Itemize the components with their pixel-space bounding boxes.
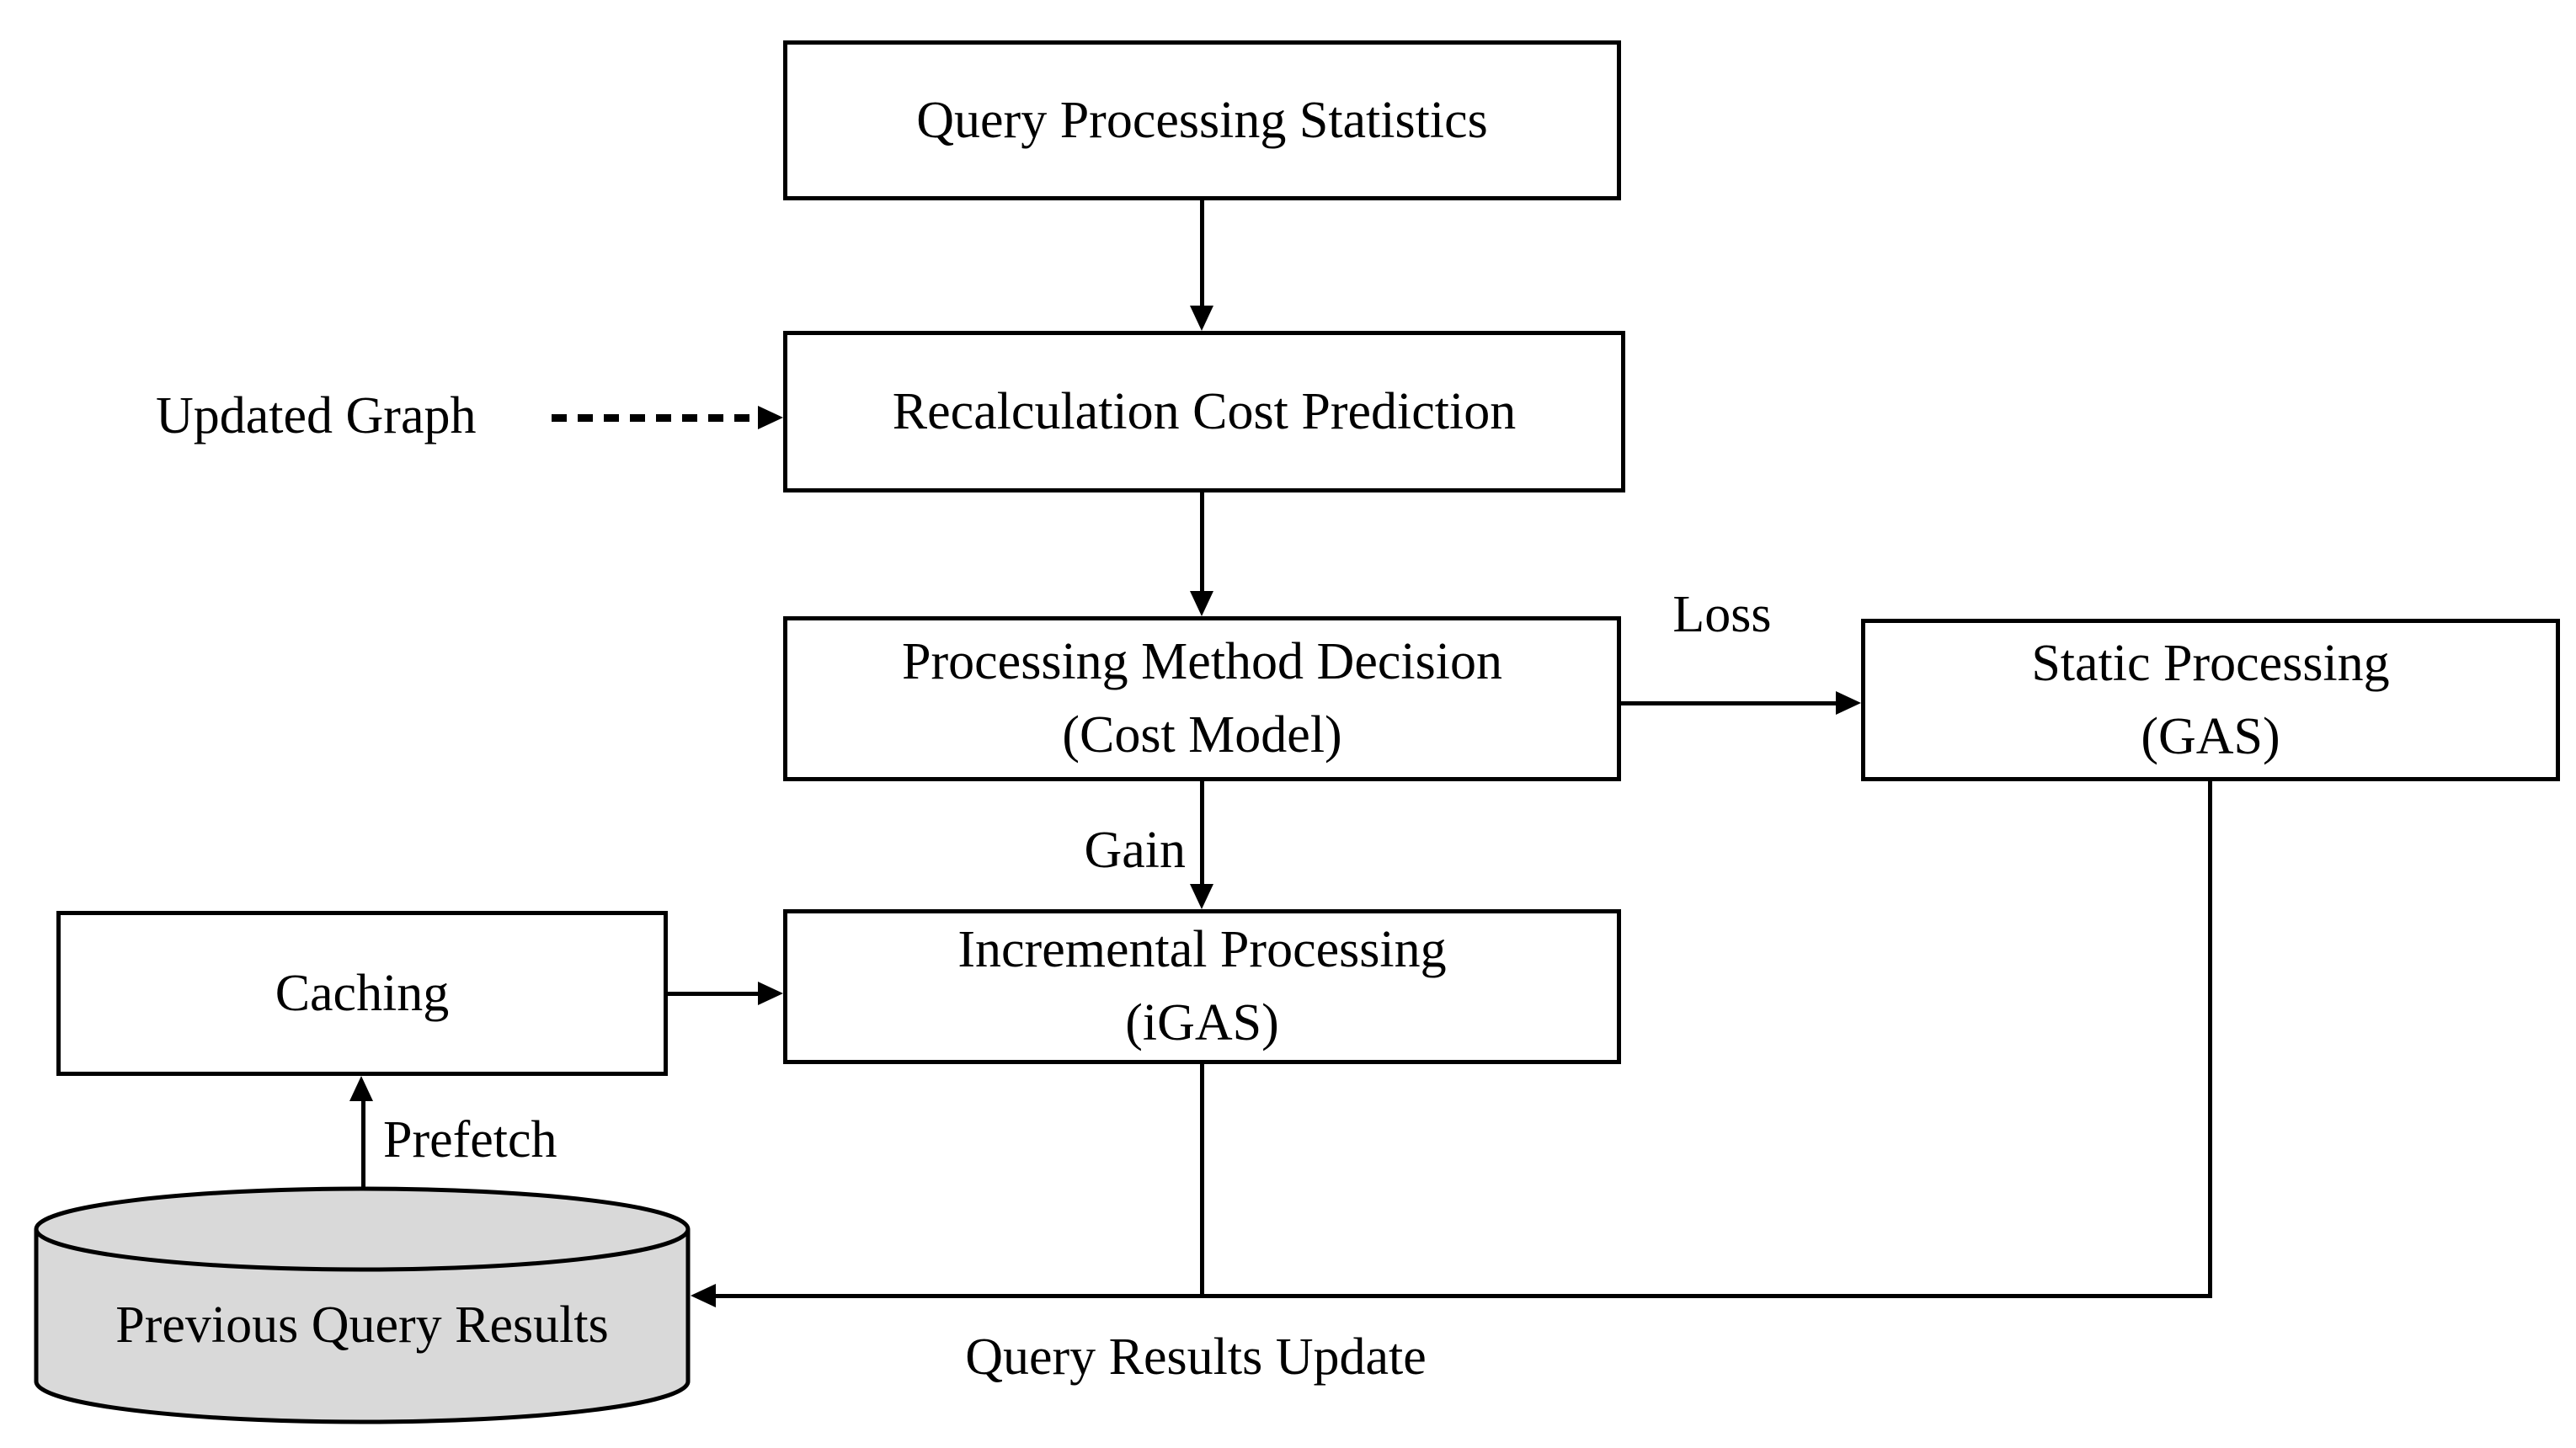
arrowhead-right-icon: [758, 406, 783, 429]
node-label-line1: Incremental Processing: [957, 921, 1447, 979]
arrowhead-down-icon: [1190, 306, 1213, 331]
edge-label-query-results-update: Query Results Update: [965, 1328, 1427, 1386]
node-label: Query Processing Statistics: [916, 91, 1488, 149]
node-static-processing: Static Processing (GAS): [1861, 619, 2560, 781]
cylinder-body: [34, 1229, 691, 1424]
edge-caching-to-incremental: [668, 992, 760, 996]
node-caching: Caching: [56, 911, 668, 1076]
node-label-line2: (iGAS): [1125, 994, 1279, 1051]
edge-recalc-to-decision: [1200, 492, 1204, 591]
edge-decision-to-static: [1621, 701, 1836, 705]
node-recalculation-cost-prediction: Recalculation Cost Prediction: [783, 331, 1625, 492]
node-query-processing-statistics: Query Processing Statistics: [783, 40, 1621, 200]
node-label-line2: (Cost Model): [1062, 706, 1342, 764]
edge-update-to-results-line: [714, 1294, 2212, 1298]
arrowhead-right-icon: [1836, 691, 1861, 715]
cylinder-top: [34, 1186, 691, 1272]
edge-stats-to-recalc: [1200, 200, 1204, 306]
node-processing-method-decision: Processing Method Decision (Cost Model): [783, 616, 1621, 781]
edge-results-to-caching: [361, 1099, 365, 1189]
arrowhead-up-icon: [349, 1076, 373, 1101]
node-label: Recalculation Cost Prediction: [892, 382, 1517, 440]
edge-label-loss: Loss: [1672, 586, 1772, 643]
edge-static-to-update-line: [2208, 781, 2212, 1298]
edge-label-updated-graph: Updated Graph: [156, 387, 477, 445]
edge-decision-to-incremental: [1200, 781, 1204, 884]
node-label: Caching: [275, 964, 450, 1022]
edge-updated-graph-dashed: [552, 414, 758, 422]
arrowhead-right-icon: [758, 982, 783, 1005]
node-incremental-processing: Incremental Processing (iGAS): [783, 909, 1621, 1064]
arrowhead-down-icon: [1190, 591, 1213, 616]
node-label-line2: (GAS): [2141, 707, 2280, 765]
arrowhead-down-icon: [1190, 884, 1213, 909]
node-previous-query-results-label: Previous Query Results: [115, 1296, 609, 1354]
edge-label-gain: Gain: [1084, 822, 1186, 879]
edge-incremental-to-update-line: [1200, 1064, 1204, 1298]
edge-label-prefetch: Prefetch: [383, 1111, 557, 1169]
arrowhead-left-icon: [691, 1284, 716, 1307]
node-label-line1: Static Processing: [2031, 634, 2390, 692]
database-cylinder-icon: [34, 1186, 691, 1424]
node-label-line1: Processing Method Decision: [902, 633, 1502, 691]
